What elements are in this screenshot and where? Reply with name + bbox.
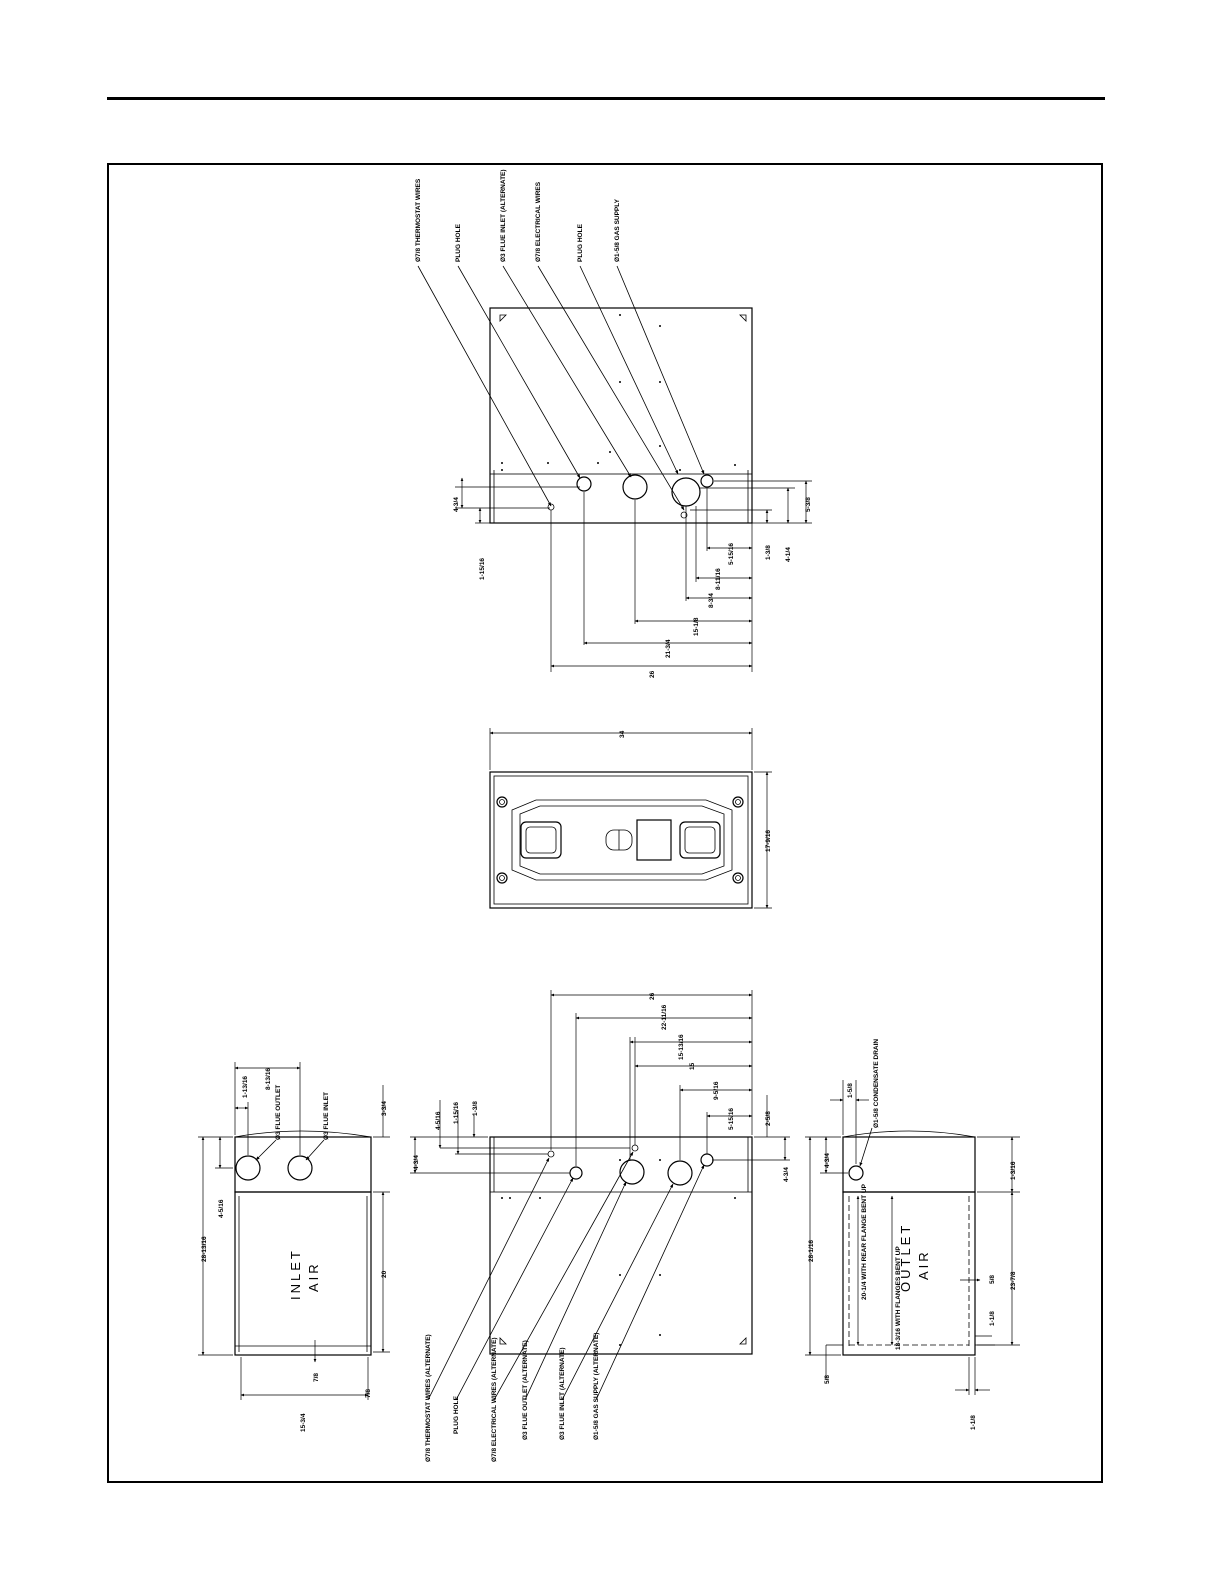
flue-inlet-hole-icon [667,1160,693,1186]
right-view: Ø1-5/8 CONDENSATE DRAIN OUTLET AIR 20-1/… [805,1039,1020,1430]
callout-side-gas-supply: Ø1-5/8 GAS SUPPLY (ALTERNATE) [593,1333,600,1440]
dim-top-8-3-4: 8-3/4 [708,593,715,608]
dim-right-28-1-16: 28-1/16 [808,1240,815,1262]
electrical-hole-icon [680,511,688,519]
dim-right-23-7-8: 23-7/8 [1010,1271,1017,1290]
dim-right-1-5-8: 1-5/8 [847,1083,854,1098]
dim-left-20: 20 [381,1270,388,1278]
front-view: 34 17-9/16 [489,728,772,909]
callout-side-plug-hole: PLUG HOLE [453,1395,460,1434]
dim-left-7-8: 7/8 [313,1373,320,1382]
dim-top-4-3-4: 4-3/4 [453,497,460,512]
dim-side-4-3-4-right: 4-3/4 [783,1167,790,1182]
gas-supply-hole-icon [700,474,714,488]
dim-side-22-11-16: 22-11/16 [661,1004,668,1030]
callout-side-thermostat: Ø7/8 THERMOSTAT WIRES (ALTERNATE) [425,1334,432,1462]
dim-side-2-5-8: 2-5/8 [765,1111,772,1126]
thermostat-hole-icon [547,1150,555,1158]
dim-top-21-3-4: 21-3/4 [665,639,672,658]
callout-flue-inlet: Ø3 FLUE INLET (ALTERNATE) [500,169,507,262]
dim-front-34: 34 [619,730,626,738]
dim-left-8-13-16: 8-13/16 [265,1068,272,1090]
junction-box-icon [636,819,672,861]
top-view: Ø7/8 THERMOSTAT WIRES PLUG HOLE Ø3 FLUE … [415,169,812,678]
callout-gas-supply: Ø1-5/8 GAS SUPPLY [614,198,621,262]
right-port-icon [679,821,721,859]
header-rule [107,97,1105,100]
flue-outlet-hole-icon [619,1159,645,1185]
dim-side-1-3-8: 1-3/8 [472,1101,479,1116]
dim-left-3-3-4: 3-3/4 [381,1101,388,1116]
dim-top-15-1-8: 15-1/8 [693,617,700,636]
callout-plug-hole-2: PLUG HOLE [577,223,584,262]
dim-side-9-5-16: 9-5/16 [713,1081,720,1100]
dim-top-5-15-16: 5-15/16 [728,543,735,565]
dim-right-5-8: 5/8 [989,1275,996,1284]
dim-right-1-1-8: 1-1/8 [989,1311,996,1326]
callout-side-flue-outlet: Ø3 FLUE OUTLET (ALTERNATE) [522,1340,529,1440]
dim-right-1-1-8-bottom: 1-1/8 [970,1415,977,1430]
dim-side-26: 26 [649,992,656,1000]
air-label: AIR [306,1261,321,1292]
label-flue-inlet: Ø3 FLUE INLET [323,1092,330,1140]
dim-right-4-3-4: 4-3/4 [824,1153,831,1168]
dim-right-1-3-16: 1-3/16 [1010,1161,1017,1180]
dim-top-26: 26 [649,670,656,678]
dim-top-5-3-8: 5-3/8 [805,497,812,512]
dim-front-17-9-16: 17-9/16 [765,830,772,852]
dim-side-15: 15 [689,1062,696,1070]
label-20-1-4-flange: 20-1/4 WITH REAR FLANGE BENT UP [861,1183,868,1300]
plug-hole-icon [569,1166,583,1180]
flue-inlet-hole-icon [287,1155,313,1181]
plug-hole-icon [576,476,592,492]
dim-side-15-13-16: 15-13/16 [678,1034,685,1060]
dim-side-5-15-16: 5-15/16 [728,1108,735,1130]
drawing-frame [107,163,1103,1483]
condensate-drain-hole-icon [848,1165,864,1181]
thermostat-hole-icon [547,503,555,511]
left-port-icon [520,821,562,859]
dim-top-1-3-8: 1-3/8 [765,545,772,560]
dim-side-4-5-16: 4-5/16 [435,1111,442,1130]
dim-top-4-1-4: 4-1/4 [785,547,792,562]
dim-left-1-13-16: 1-13/16 [242,1076,249,1098]
dim-side-4-3-4-left: 4-3/4 [413,1155,420,1170]
dim-top-8-11-16: 8-11/16 [715,568,722,590]
outlet-label: OUTLET [898,1223,913,1292]
flue-inlet-hole-icon [622,474,648,500]
dim-side-1-15-16: 1-15/16 [453,1102,460,1124]
label-flue-outlet: Ø3 FLUE OUTLET [275,1085,282,1140]
flue-hole-icon [671,477,701,507]
electrical-hole-icon [631,1144,639,1152]
gas-supply-hole-icon [700,1153,714,1167]
label-18-3-16-flanges: 18-3/16 WITH FLANGES BENT UP [895,1246,902,1350]
callout-side-flue-inlet: Ø3 FLUE INLET (ALTERNATE) [559,1347,566,1440]
callout-plug-hole: PLUG HOLE [455,223,462,262]
side-view: 26 22-11/16 15-13/16 15 9-5/16 5-15/16 2… [410,990,790,1462]
dim-left-28-13-16: 28-13/16 [201,1236,208,1262]
callout-thermostat-wires: Ø7/8 THERMOSTAT WIRES [415,178,422,262]
callout-side-electrical: Ø7/8 ELECTRICAL WIRES (ALTERNATE) [491,1337,498,1462]
label-condensate-drain: Ø1-5/8 CONDENSATE DRAIN [873,1039,880,1128]
dim-left-4-5-16: 4-5/16 [218,1199,225,1218]
flue-outlet-hole-icon [235,1155,261,1181]
dim-left-7-8-b: 7/8 [365,1389,372,1398]
left-view: INLET AIR Ø3 FLUE OUTLET Ø3 FLUE INLET 1… [198,1062,390,1432]
dim-left-15-3-4: 15-3/4 [300,1413,307,1432]
dim-top-1-15-16: 1-15/16 [479,558,486,580]
callout-electrical-wires: Ø7/8 ELECTRICAL WIRES [535,181,542,262]
inlet-label: INLET [288,1248,303,1300]
outlet-air-label: AIR [916,1249,931,1280]
dim-right-5-8-left: 5/8 [824,1375,831,1384]
